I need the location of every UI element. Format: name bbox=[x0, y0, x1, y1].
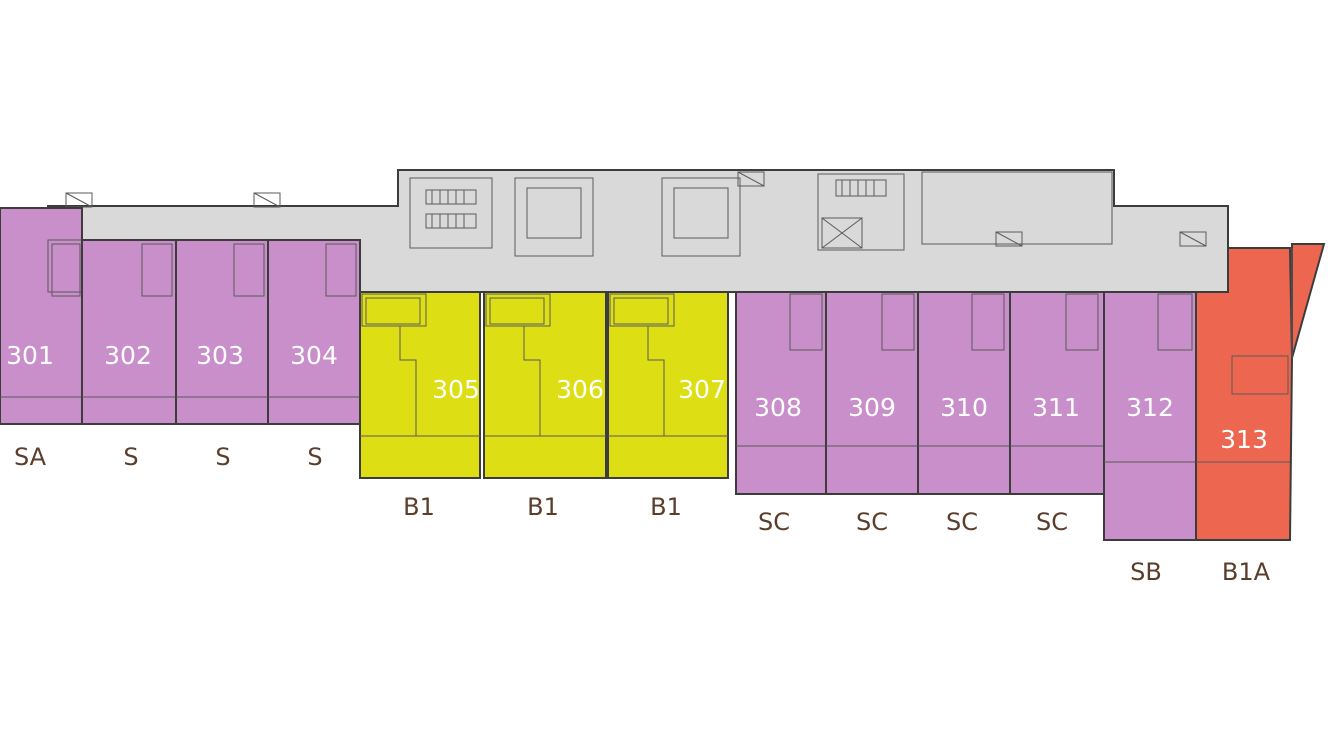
unit-type-label: S bbox=[215, 443, 230, 471]
unit-type-label: B1 bbox=[650, 493, 682, 521]
unit-312 bbox=[1103, 291, 1197, 541]
unit-type-label: S bbox=[307, 443, 322, 471]
unit-number-labels: 301 302 303 304 305 306 307 308 309 310 … bbox=[6, 341, 1268, 454]
unit-number: 307 bbox=[678, 375, 726, 404]
unit-number: 303 bbox=[196, 341, 244, 370]
unit-number: 308 bbox=[754, 393, 802, 422]
unit-number: 311 bbox=[1032, 393, 1080, 422]
unit-303 bbox=[175, 239, 269, 425]
unit-type-label: SB bbox=[1130, 558, 1162, 586]
unit-number: 301 bbox=[6, 341, 54, 370]
unit-309 bbox=[825, 291, 919, 495]
unit-number: 310 bbox=[940, 393, 988, 422]
unit-301 bbox=[0, 207, 83, 425]
unit-number: 313 bbox=[1220, 425, 1268, 454]
lift-2 bbox=[661, 177, 741, 257]
unit-type-labels: SA S S S B1 B1 B1 SC SC SC SC SB B1A bbox=[14, 443, 1271, 586]
unit-type-label: S bbox=[123, 443, 138, 471]
unit-number: 302 bbox=[104, 341, 152, 370]
unit-304 bbox=[267, 239, 361, 425]
unit-type-label: B1 bbox=[403, 493, 435, 521]
unit-number: 312 bbox=[1126, 393, 1174, 422]
unit-number: 305 bbox=[432, 375, 480, 404]
unit-305 bbox=[359, 291, 481, 479]
unit-type-label: B1A bbox=[1222, 558, 1271, 586]
unit-type-label: B1 bbox=[527, 493, 559, 521]
unit-type-label: SC bbox=[758, 508, 790, 536]
stair-left bbox=[409, 177, 493, 249]
unit-306 bbox=[483, 291, 607, 479]
unit-313 bbox=[1195, 243, 1326, 541]
lift-1 bbox=[514, 177, 594, 257]
unit-number: 306 bbox=[556, 375, 604, 404]
unit-number: 309 bbox=[848, 393, 896, 422]
core-fill bbox=[399, 171, 1113, 261]
unit-type-label: SC bbox=[856, 508, 888, 536]
unit-type-label: SC bbox=[1036, 508, 1068, 536]
unit-type-label: SC bbox=[946, 508, 978, 536]
unit-310 bbox=[917, 291, 1011, 495]
unit-number: 304 bbox=[290, 341, 338, 370]
unit-307 bbox=[607, 291, 729, 479]
stair-right bbox=[817, 173, 905, 251]
service-room bbox=[921, 171, 1113, 245]
unit-302 bbox=[81, 239, 177, 425]
unit-type-label: SA bbox=[14, 443, 47, 471]
